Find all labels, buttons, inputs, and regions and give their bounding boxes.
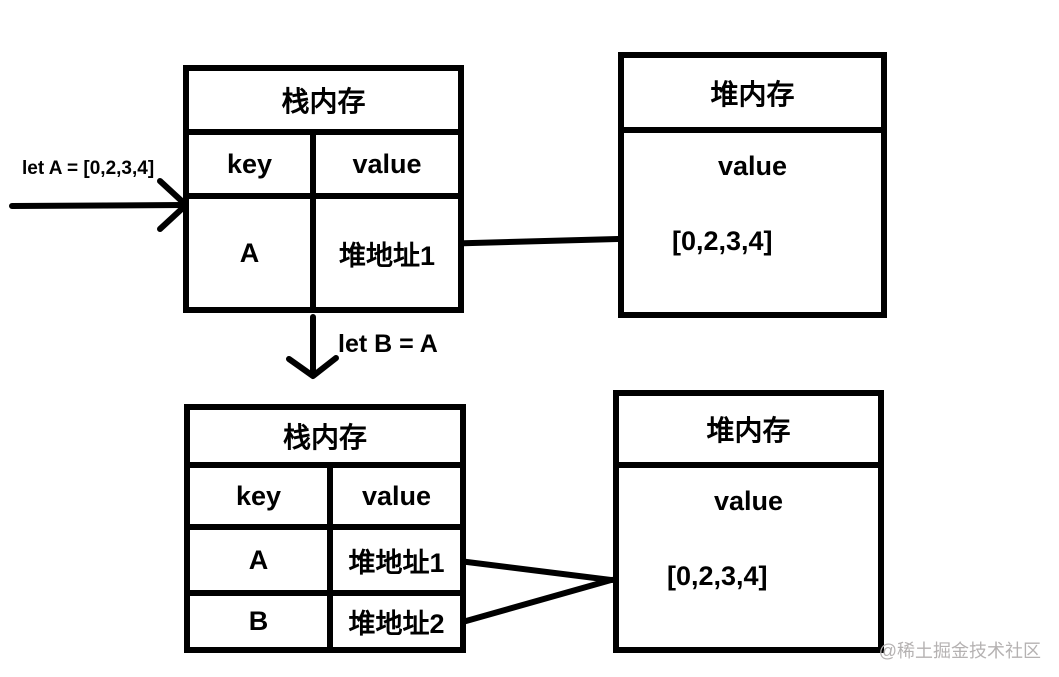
step2-stack-header-row: key value [190, 468, 460, 530]
step2-stack-row-a-value: 堆地址1 [348, 547, 445, 578]
step1-heap-body: value [0,2,3,4] [624, 133, 881, 312]
step1-heap-value: [0,2,3,4] [672, 226, 773, 256]
step1-stack-row-a: A 堆地址1 [189, 199, 458, 307]
step1-stack-title: 栈内存 [189, 71, 458, 135]
step1-heap-memory-table: 堆内存 value [0,2,3,4] [618, 52, 887, 318]
step1-heap-title: 堆内存 [624, 58, 881, 133]
step1-stack-col-value: value [352, 148, 422, 179]
step2-stack-row-b-value: 堆地址2 [348, 609, 445, 639]
arrow-let-a-to-stack [9, 178, 189, 232]
let-a-assignment-label: let A = [0,2,3,4] [22, 158, 155, 179]
step2-stack-row-b: B 堆地址2 [190, 596, 460, 647]
step1-stack-memory-table: 栈内存 key value A 堆地址1 [183, 65, 464, 313]
step2-stack-col-value: value [361, 480, 432, 511]
step1-heap-col-value: value [717, 151, 788, 181]
step2-heap-col-value: value [713, 486, 784, 516]
step1-stack-col-key: key [189, 135, 316, 193]
step2-heap-value: [0,2,3,4] [667, 561, 768, 591]
step1-stack-row-a-value: 堆地址1 [338, 240, 436, 271]
step2-heap-body: value [0,2,3,4] [619, 468, 878, 647]
step2-heap-memory-table: 堆内存 value [0,2,3,4] [613, 390, 884, 653]
step2-stack-memory-table: 栈内存 key value A 堆地址1 B 堆地址2 [184, 404, 466, 653]
step1-stack-header-row: key value [189, 135, 458, 199]
step2-stack-row-a-key: A [190, 530, 333, 590]
step2-stack-row-a: A 堆地址1 [190, 530, 460, 596]
step2-stack-row-b-key: B [190, 596, 333, 647]
arrow-step1-to-step2 [286, 314, 339, 379]
step2-heap-title: 堆内存 [619, 396, 878, 468]
step2-stack-title: 栈内存 [190, 410, 460, 468]
watermark: @稀土掘金技术社区 [878, 641, 1041, 661]
step1-stack-row-a-key: A [189, 199, 316, 307]
let-b-assignment-label: let B = A [338, 330, 438, 358]
step2-stack-col-key: key [190, 468, 333, 524]
